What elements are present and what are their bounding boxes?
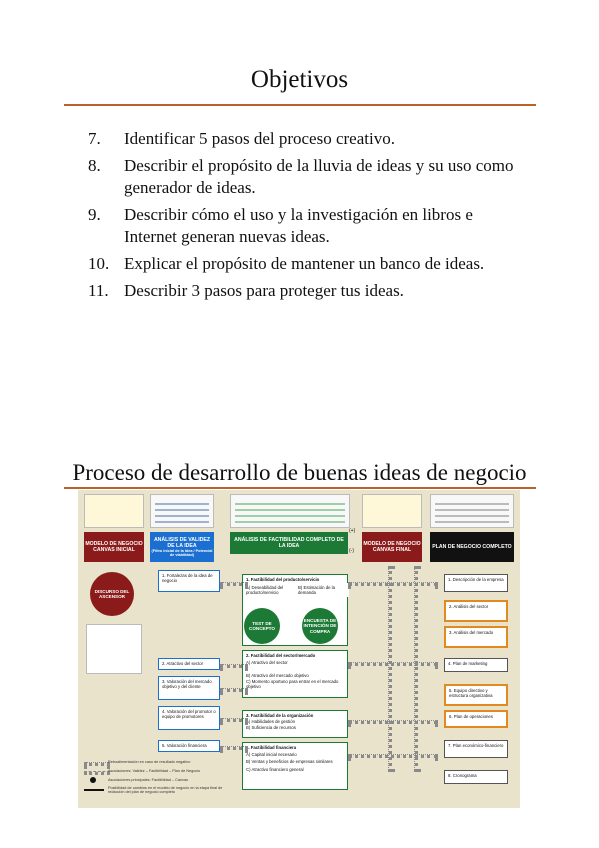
feasibility-market-b: B) Atractivo del mercado objetivo <box>243 665 347 679</box>
objectives-list: 7. Identificar 5 pasos del proceso creati… <box>88 128 518 307</box>
validity-item: 1. Fortalezas de la idea de negocio <box>158 570 220 592</box>
item-number: 11. <box>88 281 109 300</box>
list-item: 11. Describir 3 pasos para proteger tus i… <box>88 280 518 302</box>
canvas-final-thumbnail <box>362 494 422 528</box>
list-item: 8. Describir el propósito de la lluvia de… <box>88 155 518 199</box>
legend-dashed-line <box>84 771 110 775</box>
validity-header-subtitle: (Filtro inicial de la idea / Potencial d… <box>151 548 213 558</box>
connector <box>220 582 248 586</box>
feasibility-product-title: 1. Factibilidad del producto/servicio <box>243 575 347 583</box>
minus-label: (-) <box>349 548 354 554</box>
title-divider <box>64 104 536 106</box>
feasibility-organization-b: B) Suficiencia de recursos <box>243 724 347 733</box>
purchase-survey-circle: ENCUESTA DE INTENCIÓN DE COMPRA <box>302 608 338 644</box>
connector <box>348 582 438 586</box>
elevator-thumbnail <box>86 624 142 674</box>
plan-item: 7. Plan económico-financiero <box>444 740 508 758</box>
list-item: 7. Identificar 5 pasos del proceso creati… <box>88 128 518 150</box>
validity-item: 2. Atractivo del sector <box>158 658 220 670</box>
validity-item: 5. Valoración financiera <box>158 740 220 752</box>
feasibility-organization-box: 3. Factibilidad de la organización A) Ha… <box>242 710 348 738</box>
legend-item: Asociaciones: Validez – Factibilidad – P… <box>108 769 201 773</box>
plan-item: 6. Plan de operaciones <box>444 710 508 728</box>
connector <box>414 566 418 772</box>
plan-item: 3. Análisis del mercado <box>444 626 508 648</box>
canvas-initial-header: MODELO DE NEGOCIO CANVAS INICIAL <box>84 532 144 562</box>
legend-item: Posibilidad de cambios en el modelo de n… <box>108 786 223 794</box>
connector <box>348 720 438 724</box>
feasibility-organization-a: A) Habilidades de gestión <box>243 718 347 725</box>
feasibility-thumbnail <box>230 494 350 528</box>
item-text: Describir cómo el uso y la investigación… <box>124 205 473 246</box>
process-diagram: MODELO DE NEGOCIO CANVAS INICIAL ANÁLISI… <box>78 490 520 808</box>
item-text: Explicar el propósito de mantener un ban… <box>124 254 485 273</box>
validity-thumbnail <box>150 494 214 528</box>
item-text: Describir el propósito de la lluvia de i… <box>124 156 514 197</box>
diagram-divider <box>64 487 536 489</box>
connector <box>220 718 248 722</box>
feasibility-header: ANÁLISIS DE FACTIBILIDAD COMPLETO DE LA … <box>230 532 348 554</box>
feasibility-product-b: B) Estimación de la demanda <box>295 583 349 598</box>
plan-item: 5. Equipo directivo y estructura organiz… <box>444 684 508 706</box>
elevator-pitch-circle: DISCURSO DEL ASCENSOR <box>90 572 134 616</box>
item-number: 8. <box>88 156 101 175</box>
plan-header: PLAN DE NEGOCIO COMPLETO <box>430 532 514 562</box>
validity-header-title: ANÁLISIS DE VALIDEZ DE LA IDEA <box>153 536 211 549</box>
feasibility-financial-b: B) Ventas y beneficios de empresas simil… <box>243 757 347 765</box>
connector <box>348 754 438 758</box>
feasibility-financial-box: 4. Factibilidad financiera A) Capital in… <box>242 742 348 790</box>
canvas-initial-thumbnail <box>84 494 144 528</box>
legend-circle-icon <box>90 777 96 783</box>
connector <box>220 664 248 668</box>
legend-item: Asociaciones principales: Factibilidad –… <box>108 778 188 782</box>
feasibility-market-box: 2. Factibilidad del sector/mercado A) At… <box>242 650 348 698</box>
legend-double-arrow-icon <box>84 789 104 791</box>
connector <box>348 662 438 666</box>
plan-item: 4. Plan de marketing <box>444 658 508 672</box>
item-text: Identificar 5 pasos del proceso creativo… <box>124 129 395 148</box>
feasibility-product-a: A) Deseabilidad del producto/servicio <box>243 583 297 598</box>
validity-header: ANÁLISIS DE VALIDEZ DE LA IDEA (Filtro i… <box>150 532 214 562</box>
plus-label: (+) <box>349 528 356 534</box>
feasibility-financial-c: C) Atractivo financiero general <box>243 764 347 774</box>
plan-item: 2. Análisis del sector <box>444 600 508 622</box>
item-number: 7. <box>88 129 101 148</box>
item-text: Describir 3 pasos para proteger tus idea… <box>124 281 404 300</box>
plan-item: 1. Descripción de la empresa <box>444 574 508 592</box>
connector <box>220 688 248 692</box>
feasibility-organization-title: 3. Factibilidad de la organización <box>243 711 347 719</box>
feasibility-financial-title: 4. Factibilidad financiera <box>243 743 347 751</box>
concept-test-circle: TEST DE CONCEPTO <box>244 608 280 644</box>
validity-item: 4. Valoración del promotor o equipo de p… <box>158 706 220 730</box>
plan-item: 8. Cronograma <box>444 770 508 784</box>
feasibility-financial-a: A) Capital inicial necesario <box>243 750 347 758</box>
feasibility-market-a: A) Atractivo del sector <box>243 658 347 666</box>
item-number: 9. <box>88 205 101 224</box>
page-title: Objetivos <box>250 66 349 93</box>
canvas-final-header: MODELO DE NEGOCIO CANVAS FINAL <box>362 532 422 562</box>
connector <box>388 566 392 772</box>
plan-thumbnail <box>430 494 514 528</box>
validity-item: 3. Valoración del mercado objetivo y del… <box>158 676 220 700</box>
list-item: 9. Describir cómo el uso y la investigaci… <box>88 204 518 248</box>
legend-item: Retroalimentación en caso de resultado n… <box>108 760 191 764</box>
feasibility-market-c: C) Momento oportuno para entrar en el me… <box>243 678 347 692</box>
connector <box>220 746 248 750</box>
item-number: 10. <box>88 254 110 273</box>
diagram-title: Proceso de desarrollo de buenas ideas de… <box>72 460 527 485</box>
feasibility-market-title: 2. Factibilidad del sector/mercado <box>243 651 347 659</box>
list-item: 10. Explicar el propósito de mantener un … <box>88 253 518 275</box>
legend-dotted-line <box>84 762 110 766</box>
